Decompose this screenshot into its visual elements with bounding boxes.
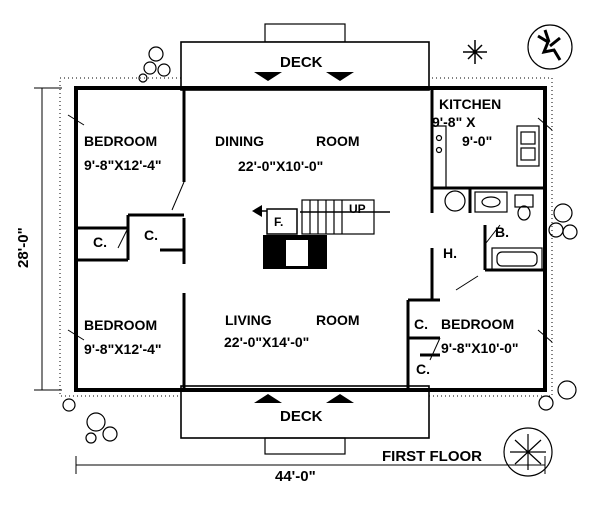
shrub-icon [463,40,487,64]
windows [67,114,553,343]
closet-label: C. [93,234,107,250]
staircase [300,199,390,235]
dining-size: 22'-0"X10'-0" [238,158,323,174]
tree-icon [527,24,573,70]
fireplace [252,205,327,269]
closet-label: C. [144,227,158,243]
kitchen-fixtures [431,125,540,189]
stair-label: UP [349,202,366,216]
depth-dimension: 28'-0" [15,227,32,268]
kitchen-name: KITCHEN [439,96,501,112]
deck-arrow-icon [254,72,282,81]
deck-top-label: DECK [280,54,323,71]
hall-label: H. [443,245,457,261]
floor-label: FIRST FLOOR [382,448,482,465]
bedroom-sw-size: 9'-8"X12'-4" [84,341,162,357]
deck-bottom-label: DECK [280,408,323,425]
tree-icon [503,427,553,477]
bedroom-se-size: 9'-8"X10'-0" [441,340,519,356]
interior-walls [76,88,545,390]
dining-name-a: DINING [215,133,264,149]
door-swings [117,181,501,361]
deck-arrow-icon [326,394,354,403]
deck-bottom [180,385,430,455]
bedroom-nw-name: BEDROOM [84,133,157,149]
closet-label: C. [416,361,430,377]
shrub-icon [138,46,171,83]
bedroom-se-name: BEDROOM [441,316,514,332]
dining-name-b: ROOM [316,133,360,149]
living-name-a: LIVING [225,312,272,328]
fireplace-label: F. [274,215,283,229]
closet-label: C. [414,316,428,332]
deck-arrow-icon [254,394,282,403]
kitchen-size-a: 9'-8" X [432,114,476,130]
kitchen-size-b: 9'-0" [462,133,492,149]
width-dimension: 44'-0" [275,468,316,485]
shrub-icon [548,203,578,240]
bedroom-sw-name: BEDROOM [84,317,157,333]
living-name-b: ROOM [316,312,360,328]
arrow-left-icon [252,205,262,217]
deck-arrow-icon [326,72,354,81]
living-size: 22'-0"X14'-0" [224,334,309,350]
deck-top [180,23,430,91]
dimension-lines [34,87,546,474]
bath-fixtures [444,190,543,271]
bath-label: B. [495,224,509,240]
bedroom-nw-size: 9'-8"X12'-4" [84,157,162,173]
shrub-icon [62,398,118,444]
exterior-walls [74,86,547,392]
